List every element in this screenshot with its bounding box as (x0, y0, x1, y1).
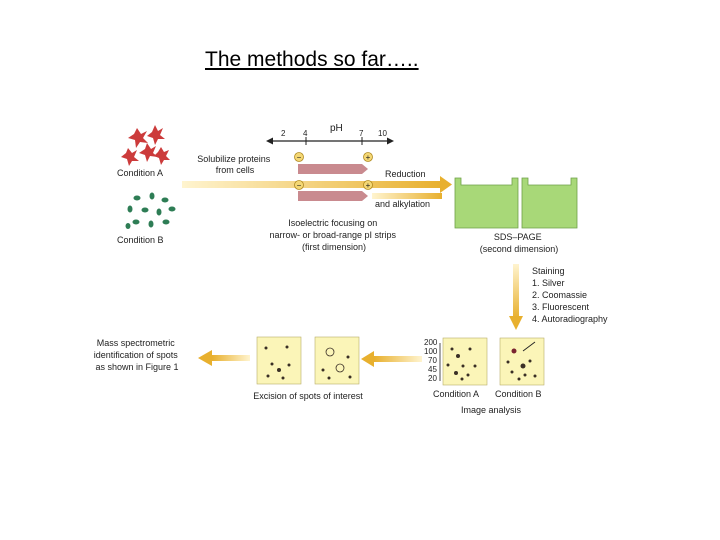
ph-tick-label: 7 (359, 129, 364, 138)
staining-item: 3. Fluorescent (532, 302, 590, 312)
ph-tick-label: 4 (303, 129, 308, 138)
gel-image-condition-a (442, 337, 488, 386)
image-analysis-label: Image analysis (461, 405, 522, 415)
sds-page-gels (454, 177, 578, 229)
mass-spec-step-label: Mass spectrometric identification of spo… (94, 338, 181, 372)
positive-electrode-icon: + + (363, 152, 373, 190)
sds-gel (521, 177, 578, 229)
excision-step-label: Excision of spots of interest (253, 391, 363, 401)
condition-b-cells (125, 192, 176, 229)
gel-condition-b-label: Condition B (495, 389, 542, 399)
condition-a-cells (121, 125, 170, 166)
mw-tick-label: 20 (428, 374, 437, 383)
mass-spec-line: as shown in Figure 1 (95, 362, 178, 372)
solubilize-step-line: from cells (216, 165, 255, 175)
slide-title: The methods so far….. (205, 48, 419, 71)
sds-gel (454, 177, 519, 229)
negative-electrode-icon: − − (294, 152, 304, 190)
cell-a (128, 128, 148, 148)
solubilize-step-line: Solubilize proteins (197, 154, 271, 164)
mw-tick-label: 200 (424, 338, 438, 347)
svg-text:+: + (366, 181, 371, 190)
mass-spec-line: identification of spots (94, 350, 179, 360)
ph-axis-label: pH (330, 123, 343, 134)
excision-gel-left (256, 336, 302, 385)
svg-text:+: + (366, 153, 371, 162)
gel-condition-a-label: Condition A (433, 389, 479, 399)
arrow-right-2 (372, 193, 442, 199)
cell-a (139, 143, 158, 162)
staining-heading: Staining (532, 266, 565, 276)
cell-a (121, 148, 139, 166)
ief-step-line: Isoelectric focusing on (288, 218, 377, 228)
sds-step-line: SDS–PAGE (494, 232, 542, 242)
mass-spec-line: Mass spectrometric (97, 338, 176, 348)
sds-step-label: SDS–PAGE (second dimension) (480, 232, 559, 254)
ief-strips: − − + + (294, 152, 373, 201)
sds-step-line: (second dimension) (480, 244, 559, 254)
gel-image-condition-b (499, 337, 545, 386)
reduction-step-label: Reduction (385, 169, 426, 179)
arrow-left-1 (361, 351, 422, 367)
arrow-left-2 (198, 350, 250, 366)
ph-axis: pH 2 4 7 10 (266, 123, 394, 145)
mw-tick-label: 70 (428, 356, 437, 365)
condition-b-label: Condition B (117, 235, 164, 245)
alkylation-step-label: and alkylation (375, 199, 430, 209)
ief-strip (298, 164, 368, 174)
excision-gel-right (314, 336, 360, 385)
mw-ladder: 200 100 70 45 20 (424, 338, 441, 383)
ief-strip (298, 191, 368, 201)
ph-tick-label: 10 (378, 129, 387, 138)
solubilize-step-label: Solubilize proteins from cells (197, 154, 273, 175)
staining-item: 4. Autoradiography (532, 314, 608, 324)
staining-list: Staining 1. Silver 2. Coomassie 3. Fluor… (532, 266, 608, 324)
svg-text:−: − (297, 153, 302, 162)
staining-item: 2. Coomassie (532, 290, 587, 300)
staining-item: 1. Silver (532, 278, 565, 288)
arrow-right-1 (182, 176, 452, 193)
cell-a (154, 147, 170, 165)
spot-pointer-arrow (522, 341, 536, 352)
ief-step-label: Isoelectric focusing on narrow- or broad… (269, 218, 398, 252)
cell-a (147, 125, 165, 145)
mw-tick-label: 100 (424, 347, 438, 356)
mw-tick-label: 45 (428, 365, 437, 374)
arrow-down (509, 264, 523, 330)
ief-step-line: (first dimension) (302, 242, 366, 252)
ief-step-line: narrow- or broad-range pI strips (269, 230, 396, 240)
ph-tick-label: 2 (281, 129, 286, 138)
condition-a-label: Condition A (117, 168, 163, 178)
svg-text:−: − (297, 181, 302, 190)
